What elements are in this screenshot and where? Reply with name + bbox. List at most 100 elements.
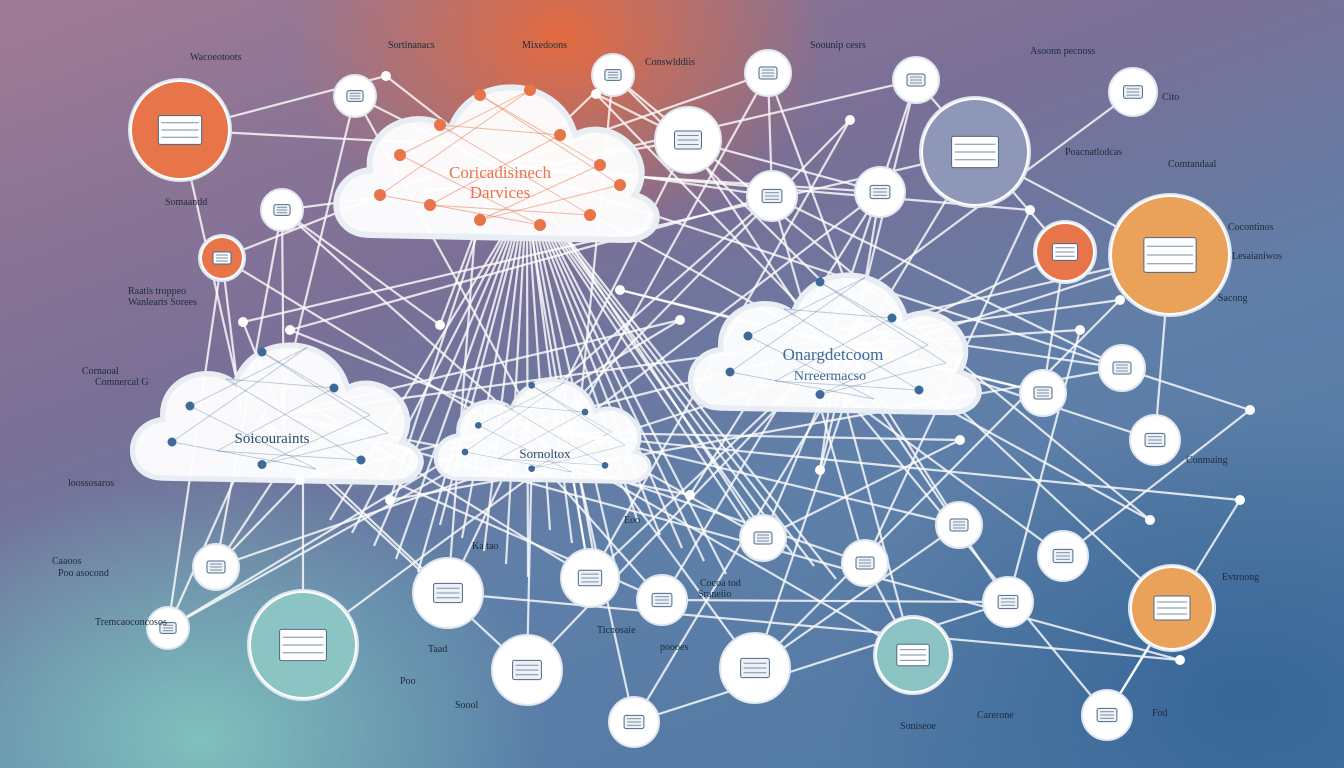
cloud-shape [434, 378, 652, 485]
cloud-link [379, 194, 541, 226]
junction-dot [1075, 325, 1085, 335]
service-node [654, 106, 722, 174]
service-node [982, 576, 1034, 628]
cloud-node [815, 390, 825, 399]
service-node [1128, 564, 1216, 652]
node-label: Sraneiio [698, 589, 732, 600]
service-node [744, 49, 792, 97]
junction-dot [238, 317, 248, 327]
cloud-node [434, 119, 446, 131]
node-label: Soounip cesrs [810, 40, 866, 51]
cloud-link [819, 344, 929, 395]
cloud-subtitle: Darvices [470, 183, 530, 202]
node-label: Ticnosaie [597, 625, 636, 636]
connection-line [544, 119, 851, 433]
cloud-node [528, 465, 535, 472]
cloud-link [478, 425, 572, 473]
node-label: Soool [455, 700, 479, 711]
connection-line [762, 439, 961, 539]
cloud-l [129, 342, 424, 486]
cloud-node [815, 277, 825, 287]
cloud-link [504, 405, 586, 413]
node-label: Ka tao [472, 541, 499, 552]
connection-line [556, 239, 749, 528]
connection-line [546, 239, 684, 549]
node-label: Poacnatlodcas [1065, 147, 1123, 158]
junction-dot [675, 315, 685, 325]
cloud-subtitle: Nrreermacso [794, 369, 866, 384]
cloud-link [439, 124, 591, 216]
node-label: Cocoa tod [700, 578, 741, 589]
node-label: Poo asocond [58, 568, 109, 579]
cloud-link [747, 335, 875, 400]
service-node [608, 696, 660, 748]
cloud-node [594, 159, 606, 171]
cloud-node [329, 383, 339, 393]
service-node [146, 606, 190, 650]
connection-line [221, 257, 507, 432]
node-label: Conmaing [1186, 455, 1228, 466]
cloud-link [531, 385, 626, 446]
cloud-link [261, 351, 371, 416]
connection-line [1062, 409, 1251, 557]
cloud-link [774, 317, 893, 382]
node-label: Cito [1162, 92, 1180, 103]
cloud-m [434, 378, 652, 485]
junction-dot [1235, 495, 1245, 505]
service-node [636, 574, 688, 626]
service-node [719, 632, 791, 704]
service-node [1019, 369, 1067, 417]
connection-line [661, 598, 1009, 604]
junction-dot [845, 115, 855, 125]
service-node [841, 539, 889, 587]
node-label: poooes [660, 642, 689, 653]
cloud-node [614, 179, 626, 191]
cloud-b [687, 272, 982, 416]
cloud-node [914, 385, 924, 395]
junction-dot [591, 89, 601, 99]
cloud-link [498, 458, 606, 466]
service-node [919, 96, 1031, 208]
node-label: Evtroong [1222, 572, 1260, 583]
connection-line [281, 209, 441, 326]
cloud-link [783, 308, 893, 319]
connection-line [553, 239, 727, 575]
node-label: Eoo [624, 515, 641, 526]
junction-dot [381, 71, 391, 81]
cloud-o [333, 84, 660, 244]
cloud-link [261, 414, 371, 465]
cloud-node [534, 219, 546, 231]
service-node [333, 74, 377, 118]
cloud-link [819, 362, 947, 395]
cloud-node [257, 347, 267, 357]
connection-line [568, 239, 837, 580]
cloud-link [531, 445, 626, 469]
node-label: Sacong [1218, 293, 1248, 304]
node-label: Lesaianiwos [1232, 251, 1282, 262]
service-node [1098, 344, 1146, 392]
cloud-shape [129, 342, 424, 486]
connection-line [372, 239, 508, 547]
cloud-node [554, 129, 566, 141]
cloud-node [394, 149, 406, 161]
connection-line [633, 600, 1009, 724]
cloud-title: Sornoltox [519, 446, 571, 461]
cloud-shape [687, 272, 982, 416]
node-label: Somaandd [165, 197, 208, 208]
cloud-node [424, 199, 436, 211]
cloud-node [887, 313, 897, 323]
cloud-link [783, 308, 920, 391]
cloud-node [584, 209, 596, 221]
service-node [1108, 193, 1232, 317]
junction-dot [1245, 405, 1255, 415]
node-label: Comnercal G [95, 377, 149, 388]
service-node [128, 78, 232, 182]
connection-line [482, 239, 523, 552]
cloud-node [474, 89, 486, 101]
node-label: Carerone [977, 710, 1014, 721]
cloud-link [216, 387, 335, 452]
service-node [935, 501, 983, 549]
junction-dot [1175, 655, 1185, 665]
